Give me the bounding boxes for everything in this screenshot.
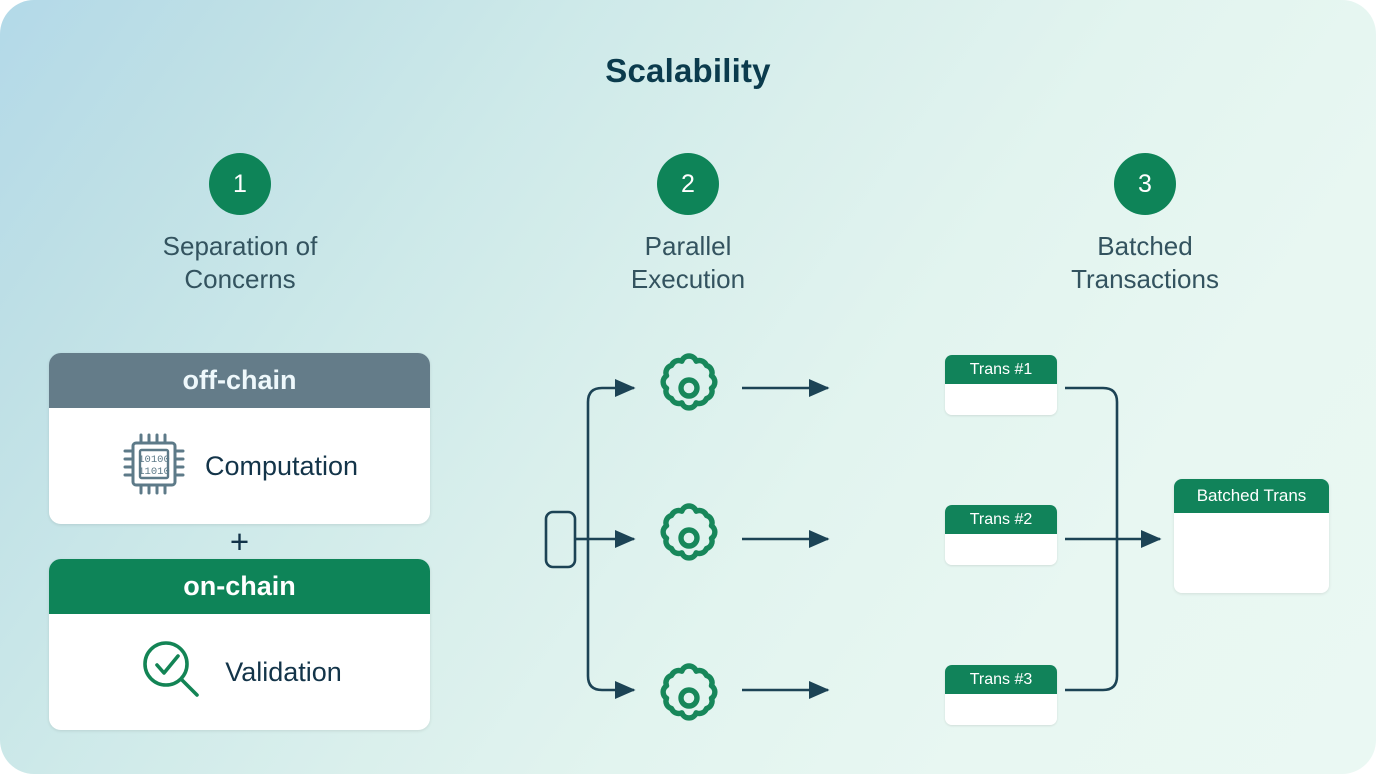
off-chain-header: off-chain xyxy=(49,353,430,408)
fanout-branch-1 xyxy=(586,378,636,403)
column-label-3: Batched Transactions xyxy=(1071,231,1219,294)
fanin-branch-1 xyxy=(1065,386,1119,539)
page-title: Scalability xyxy=(605,52,771,89)
batched-transaction-body xyxy=(1174,513,1329,593)
transaction-body-3 xyxy=(945,694,1057,725)
off-chain-card[interactable]: off-chain xyxy=(49,353,430,524)
on-chain-item-label: Validation xyxy=(225,656,342,687)
transaction-card-2[interactable]: Trans #2 xyxy=(945,505,1057,565)
column-label-2: Parallel Execution xyxy=(630,231,746,294)
transaction-card-3[interactable]: Trans #3 xyxy=(945,665,1057,725)
step-badge-3: 3 xyxy=(1114,153,1176,215)
column-label-1: Separation of Concerns xyxy=(162,231,318,294)
plus-connector: + xyxy=(229,523,250,560)
transaction-body-1 xyxy=(945,384,1057,415)
column-header-2: 2 Parallel Execution xyxy=(538,153,838,295)
gear-icon-1[interactable] xyxy=(653,352,725,429)
gear-icon-2[interactable] xyxy=(653,502,725,579)
on-chain-header: on-chain xyxy=(49,559,430,614)
transaction-body-2 xyxy=(945,534,1057,565)
chip-bits-bottom-text: 11010 xyxy=(138,466,170,478)
magnifier-check-icon xyxy=(137,635,207,710)
transaction-label-2: Trans #2 xyxy=(945,505,1057,534)
cpu-chip-icon: 10100 11010 xyxy=(121,431,187,502)
input-node xyxy=(544,510,577,569)
chip-bits-top-text: 10100 xyxy=(138,454,170,466)
off-chain-item-label: Computation xyxy=(204,450,359,481)
gear-icon-3[interactable] xyxy=(653,662,725,739)
on-chain-card[interactable]: on-chain Validation xyxy=(49,559,430,730)
column-header-3: 3 Batched Transactions xyxy=(995,153,1295,295)
batched-transaction-card[interactable]: Batched Trans xyxy=(1174,479,1329,593)
fanout-branch-3 xyxy=(586,675,636,700)
step-badge-1: 1 xyxy=(209,153,271,215)
fanin-branch-3 xyxy=(1065,539,1119,692)
off-chain-body: 10100 11010 Computation xyxy=(49,408,430,524)
step-badge-2: 2 xyxy=(657,153,719,215)
transaction-label-3: Trans #3 xyxy=(945,665,1057,694)
column-header-1: 1 Separation of Concerns xyxy=(90,153,390,295)
on-chain-body: Validation xyxy=(49,614,430,730)
transaction-label-1: Trans #1 xyxy=(945,355,1057,384)
batched-transaction-label: Batched Trans xyxy=(1174,479,1329,513)
transaction-card-1[interactable]: Trans #1 xyxy=(945,355,1057,415)
